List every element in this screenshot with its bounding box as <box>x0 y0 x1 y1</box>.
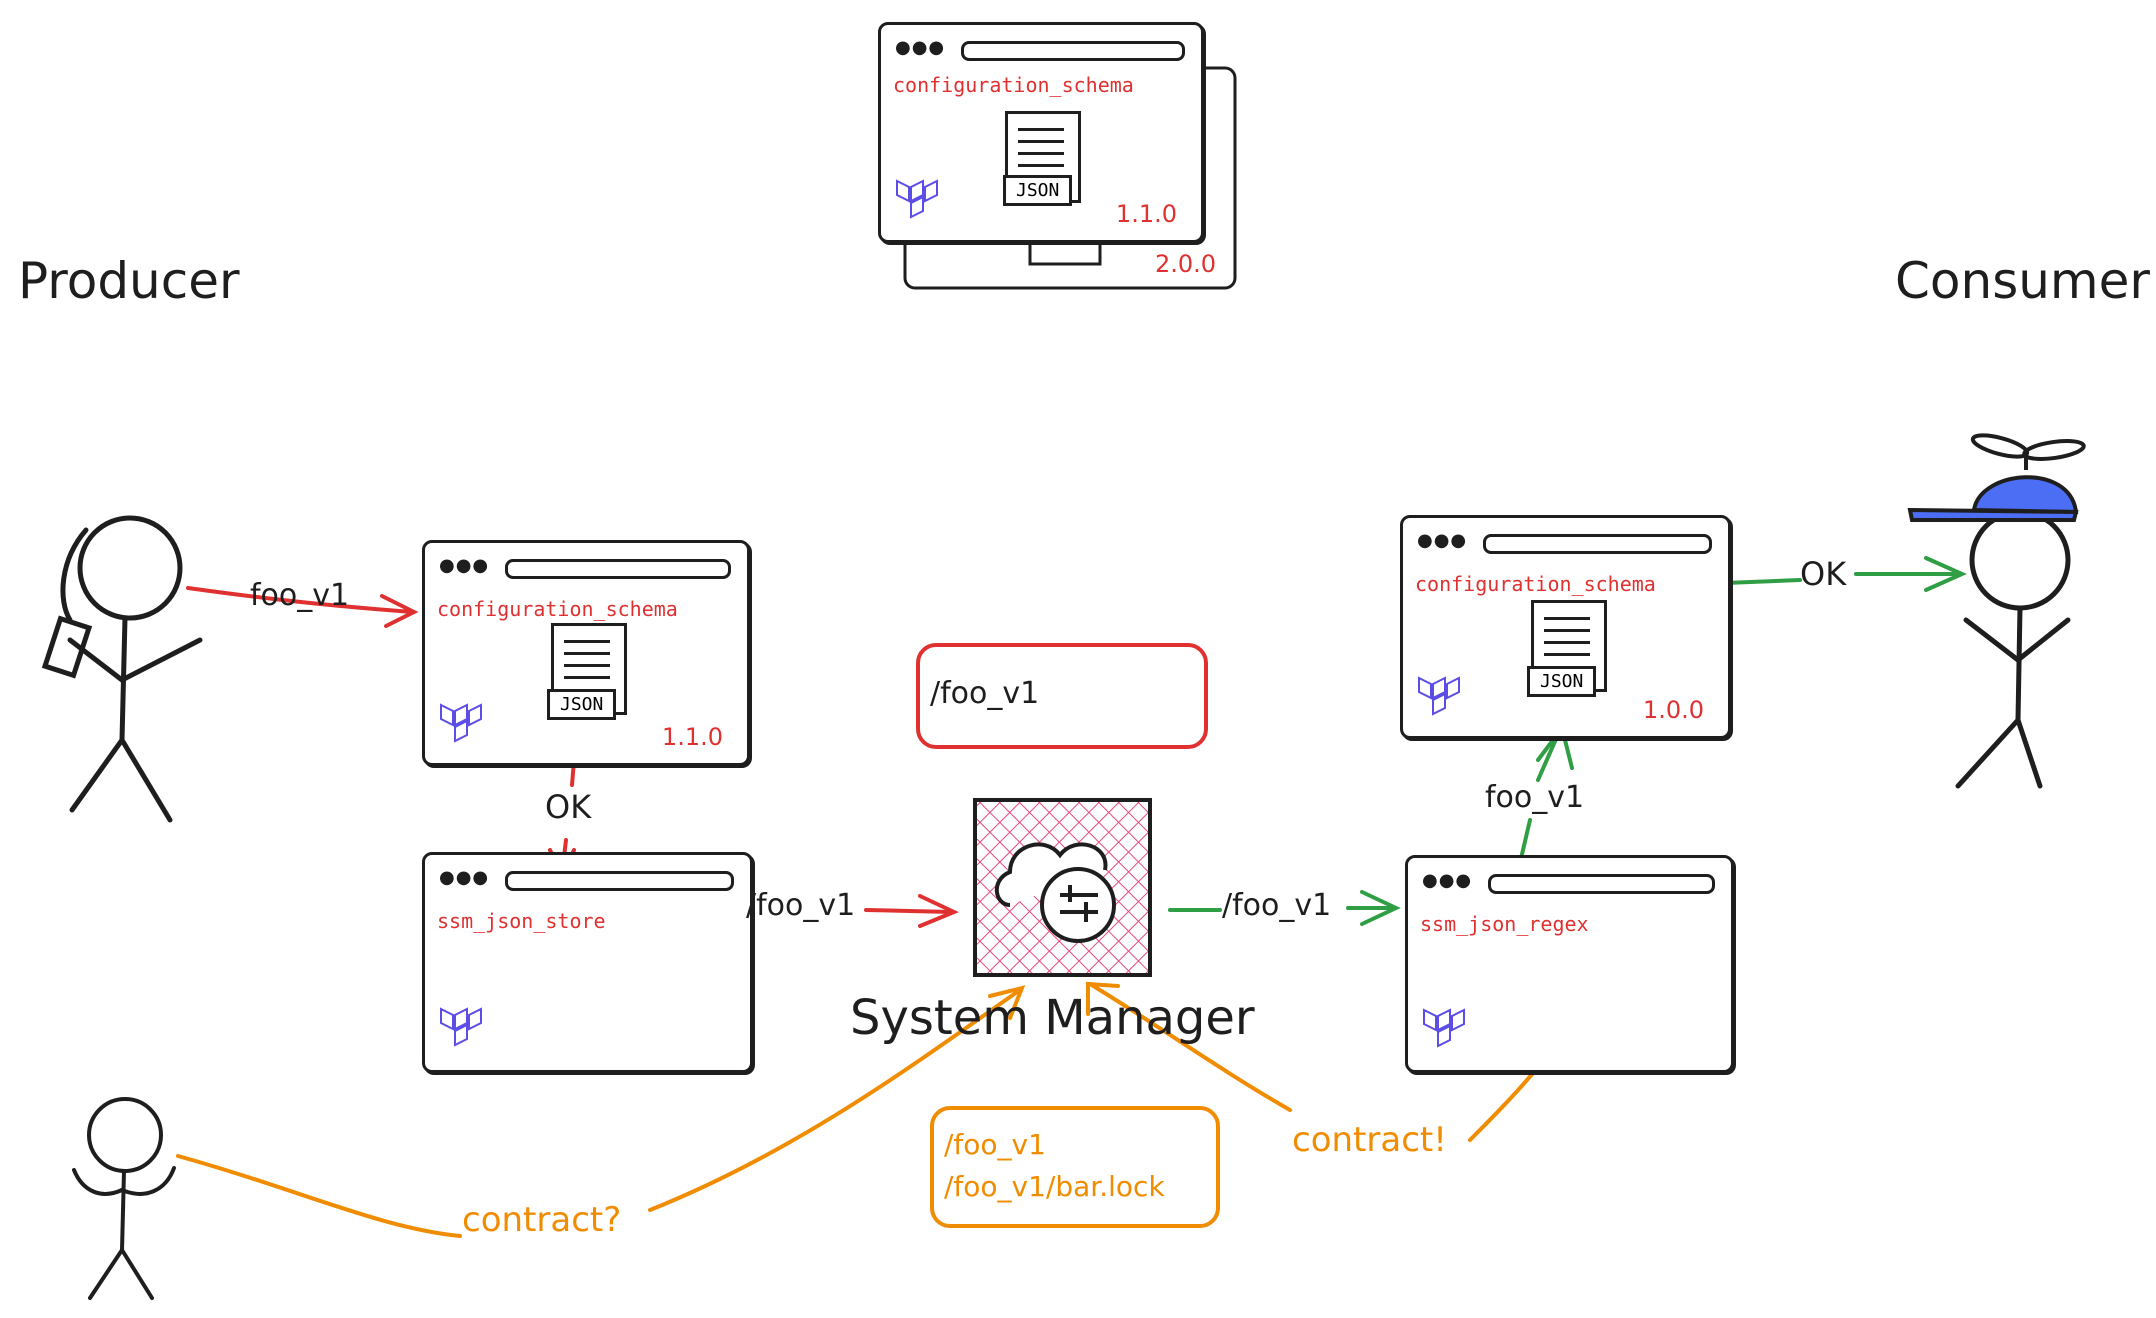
address-bar <box>505 559 731 579</box>
consumer-figure <box>1955 509 2071 789</box>
producer-heading: Producer <box>18 252 240 310</box>
edge-label-regex-schema: foo_v1 <box>1485 780 1585 815</box>
producer-figure <box>41 515 203 823</box>
top-front-window: ●●● configuration_schema JSON 1.1.0 <box>878 22 1204 243</box>
edge-label-producer-schema: foo_v1 <box>250 578 350 613</box>
producer-to-schema-arrow <box>186 586 419 628</box>
address-bar <box>1483 534 1712 554</box>
window-title: ssm_json_regex <box>1420 912 1589 936</box>
address-bar <box>505 871 734 891</box>
propeller-cap-icon <box>1907 433 2086 522</box>
asker-to-sm-arrow <box>176 985 1026 1238</box>
window-controls-icon: ●●● <box>1417 530 1468 551</box>
edge-label-schema-consumer: OK <box>1800 555 1847 593</box>
edge-label-store-sm: /foo_v1 <box>746 888 856 923</box>
address-bar <box>1488 874 1715 894</box>
terraform-icon <box>440 1007 482 1047</box>
address-bar <box>961 41 1185 61</box>
ssm-json-store-window: ●●● ssm_json_store <box>422 852 753 1073</box>
json-tag: JSON <box>1527 666 1597 697</box>
system-manager-box <box>973 798 1152 977</box>
consumer-schema-window: ●●● configuration_schema JSON 1.0.0 <box>1400 515 1731 739</box>
edge-label-contract-question: contract? <box>462 1200 622 1240</box>
orange-note-line-1: /foo_v1 <box>944 1128 1046 1161</box>
system-manager-label: System Manager <box>850 990 1255 1046</box>
orange-note-line-2: /foo_v1/bar.lock <box>944 1170 1165 1203</box>
window-title: ssm_json_store <box>437 909 606 933</box>
gear-icon <box>1040 867 1116 943</box>
window-controls-icon: ●●● <box>895 37 946 58</box>
version-label: 1.1.0 <box>661 723 723 751</box>
edge-label-contract-exclaim: contract! <box>1292 1120 1447 1160</box>
window-title: configuration_schema <box>1415 572 1656 596</box>
terraform-icon <box>896 179 938 219</box>
consumer-heading: Consumer <box>1895 252 2150 310</box>
window-title: configuration_schema <box>893 73 1134 97</box>
window-controls-icon: ●●● <box>439 555 490 576</box>
window-controls-icon: ●●● <box>439 867 490 888</box>
terraform-icon <box>1423 1008 1465 1048</box>
orange-note-box <box>930 1106 1220 1228</box>
edge-label-sm-regex: /foo_v1 <box>1222 888 1332 923</box>
json-tag: JSON <box>1003 175 1073 206</box>
sm-to-regex-arrow <box>1168 890 1401 926</box>
version-label: 1.1.0 <box>1115 200 1177 228</box>
json-tag: JSON <box>547 689 617 720</box>
ssm-json-regex-window: ●●● ssm_json_regex <box>1405 855 1734 1073</box>
producer-schema-window: ●●● configuration_schema JSON 1.1.0 <box>422 540 750 766</box>
edge-label-schema-store: OK <box>545 788 592 826</box>
top-back-version: 2.0.0 <box>1155 250 1217 278</box>
asker-figure <box>72 1097 176 1300</box>
terraform-icon <box>1418 676 1460 716</box>
window-title: configuration_schema <box>437 597 678 621</box>
red-note-text: /foo_v1 <box>930 676 1040 711</box>
window-controls-icon: ●●● <box>1422 870 1473 891</box>
red-note-box <box>916 643 1208 749</box>
terraform-icon <box>440 703 482 743</box>
version-label: 1.0.0 <box>1642 696 1704 724</box>
